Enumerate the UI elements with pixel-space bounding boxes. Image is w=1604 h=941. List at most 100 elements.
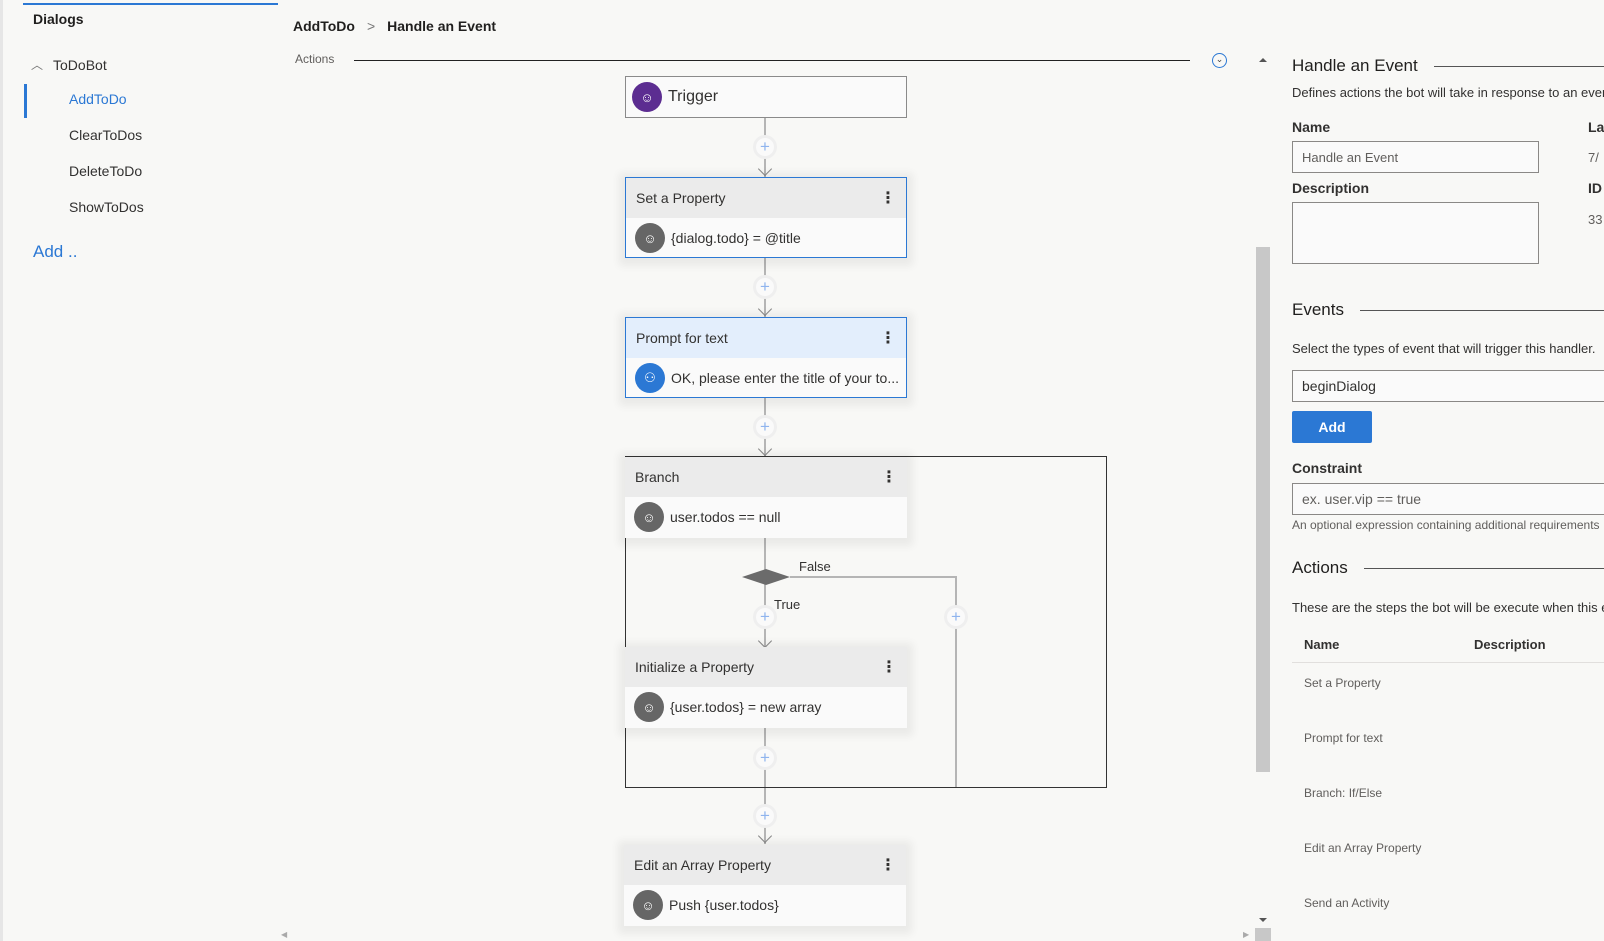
add-step-button[interactable]: + [756,807,774,825]
constraint-input[interactable]: ex. user.vip == true [1292,483,1604,515]
scroll-right-arrow[interactable]: ▶ [1243,930,1250,939]
collapse-all-icon[interactable]: ⌄ [1212,53,1227,68]
sidebar-title: Dialogs [33,11,84,27]
table-row[interactable]: Edit an Array Property [1304,841,1422,855]
events-title: Events [1292,300,1604,320]
sidebar-item-cleartodos[interactable]: ClearToDos [69,127,143,143]
node-title: Prompt for text [636,330,728,346]
panel-title: Handle an Event [1292,56,1604,76]
more-options-icon[interactable]: ⋮ [881,469,897,486]
node-title: Edit an Array Property [634,857,771,873]
last-modified-label: La [1588,119,1604,135]
scroll-up-arrow[interactable] [1259,58,1267,62]
breadcrumb: AddToDo > Handle an Event [293,18,496,34]
bot-icon: ☺ [633,890,663,920]
connector [764,537,766,649]
properties-panel: Handle an Event Defines actions the bot … [1292,0,1604,941]
description-textarea[interactable] [1292,202,1539,264]
node-initialize-property[interactable]: Initialize a Property ⋮ ☺ {user.todos} = n… [625,647,907,728]
scroll-down-arrow[interactable] [1259,918,1267,922]
node-title: Set a Property [636,190,726,206]
constraint-help: An optional expression containing additi… [1292,518,1600,532]
event-type-dropdown[interactable]: beginDialog [1292,370,1604,402]
sidebar-item-deletetodo[interactable]: DeleteToDo [69,163,143,179]
bot-icon: ☺ [634,502,664,532]
connector [764,728,766,844]
vertical-scrollbar[interactable] [1256,247,1270,772]
constraint-label: Constraint [1292,460,1362,476]
arrow-down-icon [757,441,773,457]
add-dialog-link[interactable]: Add .. [33,242,78,261]
tree-root-label: ToDoBot [53,56,107,73]
node-branch[interactable]: Branch ⋮ ☺ user.todos == null [625,457,907,538]
trigger-label: Trigger [668,88,719,105]
events-help: Select the types of event that will trig… [1292,341,1596,356]
sidebar-item-showtodos[interactable]: ShowToDos [69,199,144,215]
arrow-down-icon [757,301,773,317]
divider [354,60,1190,61]
node-set-property[interactable]: Set a Property ⋮ ☺ {dialog.todo} = @title [625,177,907,258]
table-divider [1292,662,1604,663]
tree-root-todobot[interactable]: ︿ ToDoBot [31,56,107,73]
arrow-down-icon [757,161,773,177]
false-label: False [799,559,831,574]
last-modified-value: 7/ [1588,150,1599,165]
more-options-icon[interactable]: ⋮ [880,330,896,347]
add-step-button[interactable]: + [756,418,774,436]
add-step-button[interactable]: + [947,608,965,626]
add-step-button[interactable]: + [756,608,774,626]
name-input[interactable]: Handle an Event [1292,141,1539,173]
table-row[interactable]: Prompt for text [1304,731,1383,745]
actions-section-label: Actions [295,52,335,66]
node-title: Branch [635,469,680,485]
breadcrumb-current: Handle an Event [387,18,497,34]
column-header-name[interactable]: Name [1304,637,1340,652]
node-edit-array[interactable]: Edit an Array Property ⋮ ☺ Push {user.todo… [624,845,906,926]
node-title: Initialize a Property [635,659,755,675]
chevron-right-icon: > [366,18,376,34]
node-body: OK, please enter the title of your to... [671,370,900,386]
node-body: {user.todos} = new array [670,699,822,715]
node-body: user.todos == null [670,509,781,525]
more-options-icon[interactable]: ⋮ [881,659,897,676]
bot-icon: ☺ [632,82,662,112]
table-row[interactable]: Set a Property [1304,676,1381,690]
node-body: {dialog.todo} = @title [671,230,801,246]
sidebar-item-addtodo[interactable]: AddToDo [69,91,127,107]
add-step-button[interactable]: + [756,749,774,767]
description-label: Description [1292,180,1370,196]
trigger-node[interactable]: ☺ Trigger [625,76,907,118]
panel-description: Defines actions the bot will take in res… [1292,85,1604,100]
id-label: ID [1588,180,1602,196]
node-body: Push {user.todos} [669,897,779,913]
false-branch-line [955,576,957,788]
table-row[interactable]: Branch: If/Else [1304,786,1383,800]
selected-indicator [24,84,27,118]
false-branch-line [790,576,956,578]
chevron-up-icon[interactable]: ︿ [31,58,44,72]
dialogs-sidebar: Dialogs ︿ ToDoBot AddToDo ClearToDos Del… [0,0,278,941]
bot-icon: ☺ [635,223,665,253]
name-label: Name [1292,119,1331,135]
column-header-description[interactable]: Description [1474,637,1546,652]
scroll-left-arrow[interactable]: ◀ [281,930,288,939]
bot-icon: ☺ [634,692,664,722]
arrow-down-icon [757,828,773,844]
node-prompt-text[interactable]: Prompt for text ⋮ ⚇ OK, please enter the t… [625,317,907,398]
table-row[interactable]: Send an Activity [1304,896,1390,910]
true-label: True [774,597,801,612]
add-step-button[interactable]: + [756,278,774,296]
add-step-button[interactable]: + [756,138,774,156]
actions-help: These are the steps the bot will be exec… [1292,600,1604,615]
branch-container [625,456,1107,788]
more-options-icon[interactable]: ⋮ [880,190,896,207]
horizontal-scrollbar[interactable] [1255,928,1271,941]
user-icon: ⚇ [635,363,665,393]
more-options-icon[interactable]: ⋮ [880,857,896,874]
breadcrumb-parent[interactable]: AddToDo [293,18,355,34]
active-tab-indicator [23,3,278,5]
id-value: 33 [1588,212,1603,227]
add-event-button[interactable]: Add [1292,411,1372,443]
branch-diamond [742,569,790,585]
actions-title: Actions [1292,558,1604,578]
